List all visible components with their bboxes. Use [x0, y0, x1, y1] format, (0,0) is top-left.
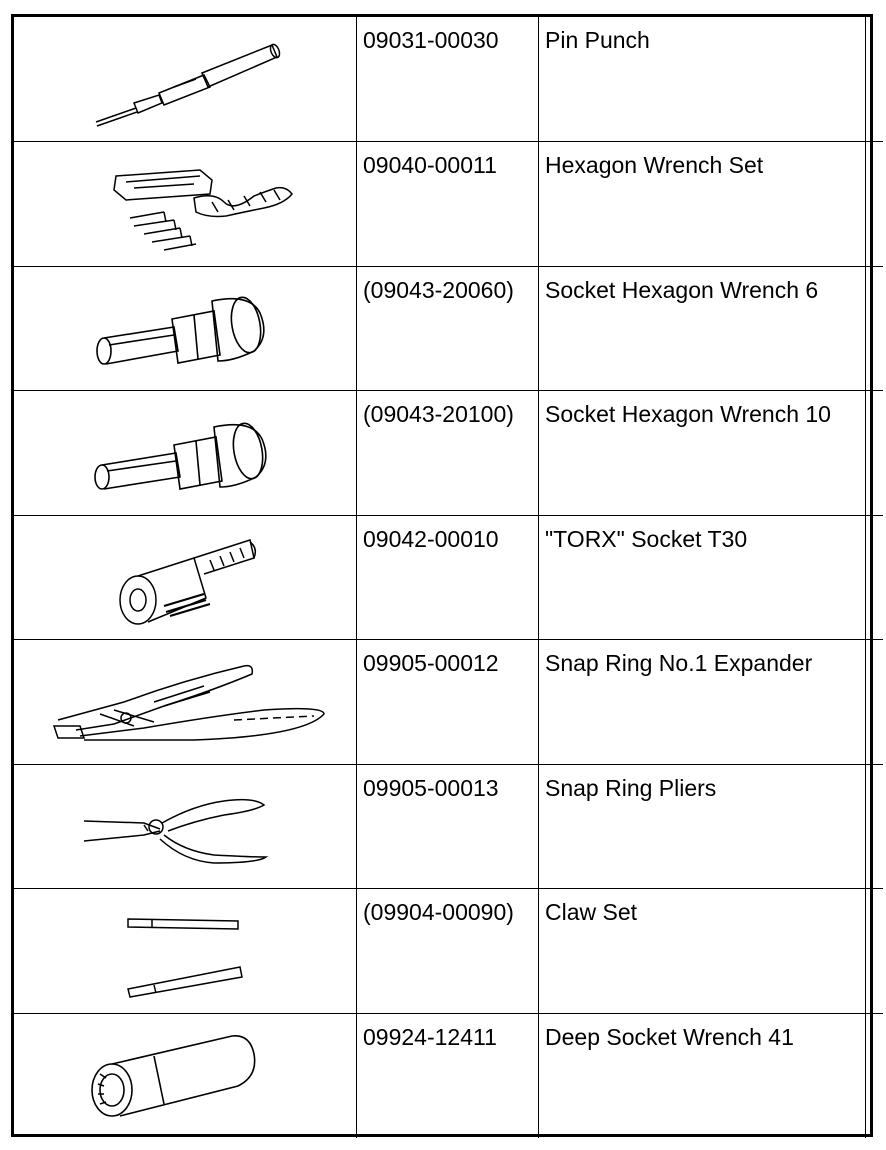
blank-cell [865, 888, 883, 1014]
hexagon-wrench-set-icon [14, 142, 356, 266]
special-tools-table: 09031-00030 Pin Punch 09040-00011 Hexago… [14, 17, 883, 1138]
tool-name: Pin Punch [538, 17, 866, 142]
part-number: 09905-00013 [356, 763, 539, 889]
tool-image-cell [14, 17, 357, 142]
blank-cell [865, 763, 883, 889]
blank-cell [865, 514, 883, 640]
tool-name: Claw Set [538, 888, 866, 1014]
tool-name: Snap Ring Pliers [538, 763, 866, 889]
table-row: 09031-00030 Pin Punch [14, 17, 883, 142]
table-row: 09042-00010 "TORX" Socket T30 [14, 514, 883, 640]
tool-table-frame: 09031-00030 Pin Punch 09040-00011 Hexago… [11, 14, 883, 1138]
blank-cell [865, 17, 883, 142]
torx-socket-icon [14, 516, 356, 640]
tool-image-cell [14, 763, 357, 889]
part-number: 09040-00011 [356, 141, 539, 267]
snap-ring-expander-icon [14, 640, 356, 764]
table-row: 09040-00011 Hexagon Wrench Set [14, 141, 883, 267]
blank-cell [865, 639, 883, 765]
part-number: (09904-00090) [356, 888, 539, 1014]
tool-name: Snap Ring No.1 Expander [538, 639, 866, 765]
tool-name: "TORX" Socket T30 [538, 514, 866, 640]
claw-set-icon [14, 889, 356, 1013]
tool-name: Socket Hexagon Wrench 6 [538, 265, 866, 391]
part-number: 09042-00010 [356, 514, 539, 640]
part-number: (09043-20100) [356, 390, 539, 516]
tool-name: Hexagon Wrench Set [538, 141, 866, 267]
pin-punch-icon [14, 17, 356, 141]
tool-image-cell [14, 1012, 357, 1138]
part-number: 09031-00030 [356, 17, 539, 142]
tool-image-cell [14, 141, 357, 267]
blank-cell [865, 141, 883, 267]
tool-image-cell [14, 888, 357, 1014]
table-row: (09904-00090) Claw Set [14, 888, 883, 1014]
tool-image-cell [14, 639, 357, 765]
tool-name: Deep Socket Wrench 41 [538, 1012, 866, 1138]
part-number: 09924-12411 [356, 1012, 539, 1138]
blank-cell [865, 1012, 883, 1138]
tool-image-cell [14, 514, 357, 640]
tool-name: Socket Hexagon Wrench 10 [538, 390, 866, 516]
table-row: 09905-00013 Snap Ring Pliers [14, 763, 883, 889]
table-row: 09905-00012 Snap Ring No.1 Expander [14, 639, 883, 765]
tool-image-cell [14, 265, 357, 391]
table-row: 09924-12411 Deep Socket Wrench 41 [14, 1012, 883, 1138]
blank-cell [865, 390, 883, 516]
part-number: 09905-00012 [356, 639, 539, 765]
blank-cell [865, 265, 883, 391]
deep-socket-wrench-icon [14, 1014, 356, 1138]
socket-hexagon-wrench-icon [14, 267, 356, 391]
part-number: (09043-20060) [356, 265, 539, 391]
tool-image-cell [14, 390, 357, 516]
table-row: (09043-20100) Socket Hexagon Wrench 10 [14, 390, 883, 516]
table-row: (09043-20060) Socket Hexagon Wrench 6 [14, 265, 883, 391]
socket-hexagon-wrench-icon [14, 391, 356, 515]
snap-ring-pliers-icon [14, 765, 356, 889]
